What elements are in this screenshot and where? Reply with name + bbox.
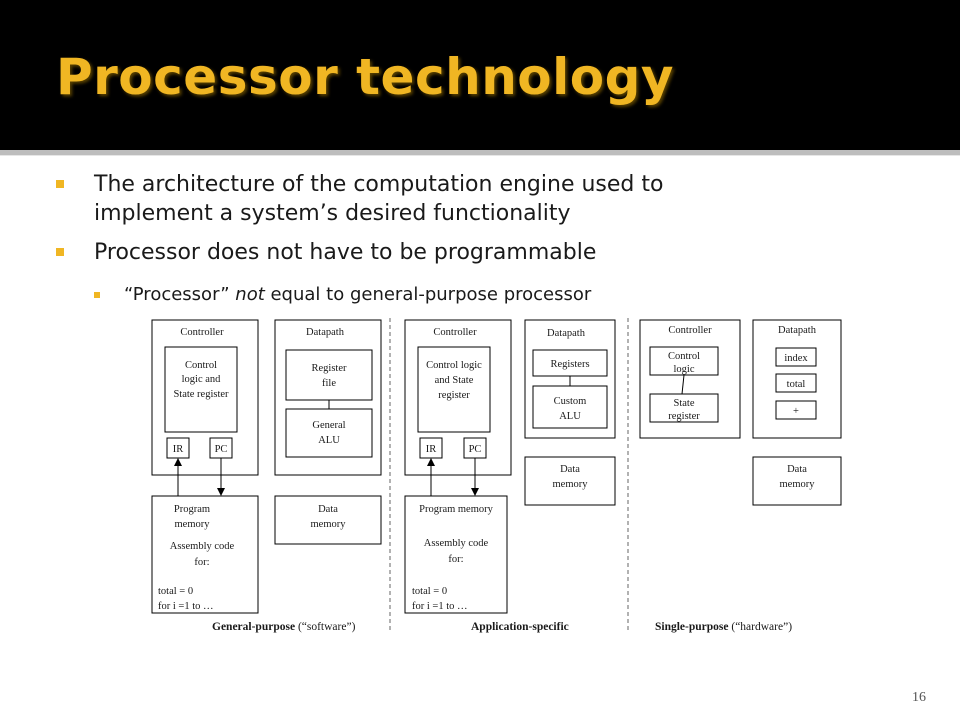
sp-index-box (775, 347, 817, 367)
gp-pc-label: PC (215, 444, 228, 455)
gp-control-label: Control (185, 360, 217, 371)
as-datapath-box (524, 319, 616, 439)
sub-bullet-processor: “Processor” not equal to general-purpose… (94, 283, 591, 307)
sp-data-memory-label: Data (787, 464, 807, 475)
gp-datapath-label: Datapath (306, 327, 345, 338)
gp-register-file-label: Register (312, 363, 347, 374)
sub-bullet-square-icon (94, 292, 100, 298)
sub-bullet-text: “Processor” not equal to general-purpose… (124, 284, 592, 305)
gp-control-label: logic and (182, 374, 222, 385)
as-caption: Application-specific (471, 621, 569, 633)
page-number: 16 (912, 690, 926, 705)
bullet-architecture: The architecture of the computation engi… (56, 170, 663, 228)
as-code-line: total = 0 (412, 586, 447, 597)
bullet-line: Processor does not have to be programmab… (94, 240, 597, 265)
as-pc-label: PC (469, 444, 482, 455)
sp-datapath-box (752, 319, 842, 439)
sp-state-register-label: State (674, 398, 695, 409)
as-controller-label: Controller (433, 327, 477, 338)
gp-register-file-box (285, 349, 373, 401)
gp-control-label: State register (173, 389, 229, 400)
as-registers-label: Registers (550, 359, 589, 370)
sp-state-register-box (649, 393, 719, 423)
gp-datapath-box (274, 319, 382, 476)
as-alu-label: Custom (554, 396, 587, 407)
gp-alu-label: General (312, 420, 345, 431)
sp-data-memory-label: memory (780, 479, 816, 490)
sp-index-label: index (784, 353, 808, 364)
application-specific-diagram (404, 319, 616, 614)
as-controller-box (404, 319, 512, 476)
as-data-memory-label: memory (553, 479, 589, 490)
gp-assembly-label: Assembly code (170, 541, 235, 552)
title-bar: Processor technology (0, 0, 960, 150)
gp-data-memory-label: memory (311, 519, 347, 530)
as-data-memory-label: Data (560, 464, 580, 475)
single-purpose-diagram (639, 319, 842, 506)
bullet-square-icon (56, 180, 64, 188)
sp-controller-label: Controller (668, 325, 712, 336)
bullet-square-icon (56, 248, 64, 256)
as-program-memory-box (404, 495, 508, 614)
as-control-label: Control logic (426, 360, 482, 371)
as-data-memory-box (524, 456, 616, 506)
as-control-label: and State (435, 375, 474, 386)
sp-controller-box (639, 319, 741, 439)
gp-program-memory-box (151, 495, 259, 614)
gp-code-line: total = 0 (158, 586, 193, 597)
gp-data-memory-box (274, 495, 382, 545)
as-code-line: for i =1 to … (412, 601, 468, 612)
header-divider (0, 150, 960, 155)
as-assembly-label: Assembly code (424, 538, 489, 549)
gp-alu-label: ALU (318, 435, 340, 446)
as-control-label: register (438, 390, 470, 401)
sp-plus-label: + (793, 406, 799, 417)
emphasis-not: not (235, 284, 265, 305)
sp-total-label: total (787, 379, 806, 390)
as-assembly-label: for: (448, 554, 463, 565)
gp-caption: General-purpose (“software”) (212, 621, 356, 633)
as-ir-label: IR (426, 444, 437, 455)
slide-title: Processor technology (56, 48, 675, 106)
sp-datapath-label: Datapath (778, 325, 817, 336)
gp-control-logic-box (164, 346, 238, 433)
sp-plus-box (775, 400, 817, 420)
gp-program-memory-label: Program (174, 504, 210, 515)
sp-caption: Single-purpose (“hardware”) (655, 621, 792, 633)
sp-logic-state-link (681, 374, 685, 395)
gp-controller-box (151, 319, 259, 476)
sp-data-memory-box (752, 456, 842, 506)
gp-data-memory-label: Data (318, 504, 338, 515)
as-control-logic-box (417, 346, 491, 433)
sp-state-register-label: register (668, 411, 700, 422)
gp-assembly-label: for: (194, 557, 209, 568)
bullet-programmable: Processor does not have to be programmab… (56, 238, 596, 267)
general-purpose-diagram (151, 319, 382, 614)
sp-total-box (775, 373, 817, 393)
bullet-line: implement a system’s desired functionali… (94, 201, 571, 226)
gp-program-memory-label: memory (175, 519, 211, 530)
bullet-line: The architecture of the computation engi… (94, 172, 664, 197)
sp-control-logic-label: logic (674, 364, 695, 375)
gp-alu-box (285, 408, 373, 458)
gp-ir-label: IR (173, 444, 184, 455)
as-program-memory-label: Program memory (419, 504, 494, 515)
gp-controller-label: Controller (180, 327, 224, 338)
gp-register-file-label: file (322, 378, 336, 389)
sp-control-logic-label: Control (668, 351, 700, 362)
gp-code-line: for i =1 to … (158, 601, 214, 612)
as-alu-label: ALU (559, 411, 581, 422)
as-datapath-label: Datapath (547, 328, 586, 339)
header-divider-highlight (0, 155, 960, 156)
